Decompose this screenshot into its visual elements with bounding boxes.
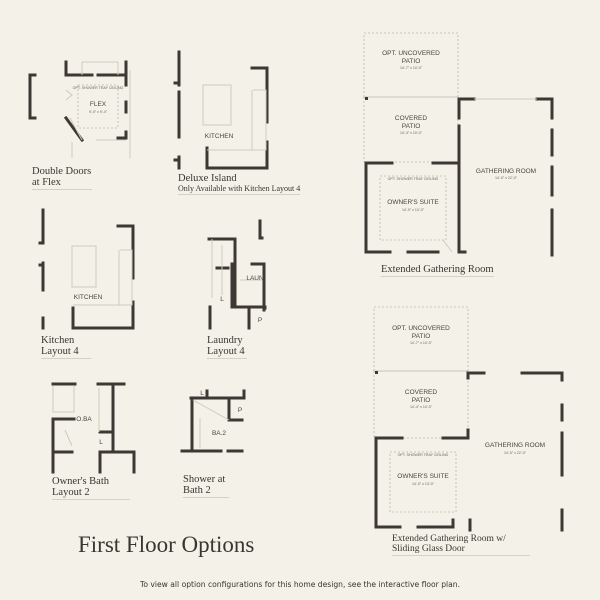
covered-patio-label-2: PATIO (402, 123, 421, 130)
laundry-label: LAUN (246, 275, 264, 282)
owners-bath-l-label: L (99, 439, 103, 446)
page-title: First Floor Options (78, 532, 255, 557)
covered-patio-dim: 14'-4" x 10'-0" (400, 131, 423, 135)
caption-owners-bath: Owner's Bath Layout 2 (52, 476, 130, 500)
gathering-room-label: GATHERING ROOM (476, 168, 536, 175)
laundry-p-label: P (258, 317, 262, 324)
footer-note: To view all option configurations for th… (139, 580, 461, 589)
flex-label: FLEX (90, 101, 107, 108)
caption-line: Layout 4 (41, 346, 79, 357)
owners-bath-label: O.BA (76, 416, 92, 423)
caption-shower-bath2: Shower at Bath 2 (183, 474, 229, 498)
caption-extended-gathering-sliding: Extended Gathering Room w/ Sliding Glass… (392, 534, 530, 556)
caption-line: Extended Gathering Room w/ (392, 534, 506, 544)
flex-dim: 9'-0" x 9'-4" (89, 110, 108, 114)
plan-extended-gathering-sliding: OPT. UNCOVERED PATIO 14'-7" x 10'-0" COV… (373, 306, 564, 532)
ceiling-note: OPT. SHOWER TRAY CEILING (388, 177, 439, 181)
gathering-room-label: GATHERING ROOM (485, 442, 545, 449)
plan-laundry-layout-4: LAUN L P (207, 219, 267, 330)
covered-patio-label: COVERED (405, 389, 437, 396)
deluxe-kitchen-label: KITCHEN (205, 133, 234, 140)
caption-extended-gathering: Extended Gathering Room (381, 264, 494, 277)
shower-bath2-label: BA.2 (212, 430, 226, 437)
plan-extended-gathering-room: OPT. UNCOVERED PATIO 14'-7" x 10'-0" COV… (363, 32, 554, 257)
owners-suite-label: OWNER'S SUITE (397, 473, 449, 480)
covered-patio-label-2: PATIO (412, 397, 431, 404)
shower-p-label: P (238, 407, 242, 414)
caption-double-doors: Double Doors at Flex (32, 166, 92, 190)
caption-line: Layout 4 (207, 346, 245, 357)
caption-laundry-layout: Laundry Layout 4 (207, 335, 247, 359)
caption-subline: Only Available with Kitchen Layout 4 (178, 184, 301, 193)
opt-patio-label-2: PATIO (402, 58, 421, 65)
shower-l-label: L (200, 390, 204, 397)
gathering-room-dim: 14'-0" x 22'-0" (495, 176, 518, 180)
caption-line: at Flex (32, 177, 61, 188)
plan-deluxe-island: KITCHEN (173, 50, 269, 170)
caption-deluxe-island: Deluxe Island Only Available with Kitche… (178, 173, 301, 195)
caption-line: Layout 2 (52, 487, 90, 498)
covered-patio-dim: 14'-4" x 10'-0" (410, 405, 433, 409)
plan-owners-bath-layout-2: O.BA L (51, 382, 136, 474)
opt-patio-label: OPT. UNCOVERED (382, 50, 440, 57)
owners-suite-dim: 14'-0" x 13'-0" (402, 208, 425, 212)
caption-line: Sliding Glass Door (392, 544, 465, 554)
opt-patio-dim: 14'-7" x 10'-0" (410, 341, 433, 345)
caption-kitchen-layout: Kitchen Layout 4 (41, 335, 91, 359)
gathering-room-dim: 14'-0" x 22'-0" (504, 451, 527, 455)
owners-suite-label: OWNER'S SUITE (387, 199, 439, 206)
caption-line: Bath 2 (183, 485, 211, 496)
plan-shower-bath-2: L P BA.2 (180, 389, 246, 453)
caption-line: Kitchen (41, 335, 75, 346)
opt-patio-dim: 14'-7" x 10'-0" (400, 66, 423, 70)
plan-kitchen-layout-4: KITCHEN (38, 208, 135, 330)
opt-patio-label: OPT. UNCOVERED (392, 325, 450, 332)
opt-patio-label-2: PATIO (412, 333, 431, 340)
caption-line: Owner's Bath (52, 476, 110, 487)
caption-line: Deluxe Island (178, 173, 237, 184)
laundry-l-label: L (220, 296, 224, 303)
covered-patio-label: COVERED (395, 115, 427, 122)
flex-note: OPT. SHOWER TRAY CEILING (73, 86, 124, 90)
caption-line: Double Doors (32, 166, 92, 177)
plan-double-doors-flex: OPT. SHOWER TRAY CEILING FLEX 9'-0" x 9'… (28, 60, 131, 158)
caption-line: Shower at (183, 474, 226, 485)
kitchen-layout-label: KITCHEN (74, 294, 103, 301)
owners-suite-dim: 14'-0" x 13'-0" (412, 482, 435, 486)
caption-line: Laundry (207, 335, 243, 346)
ceiling-note: OPT. SHOWER TRAY CEILING (398, 453, 449, 457)
